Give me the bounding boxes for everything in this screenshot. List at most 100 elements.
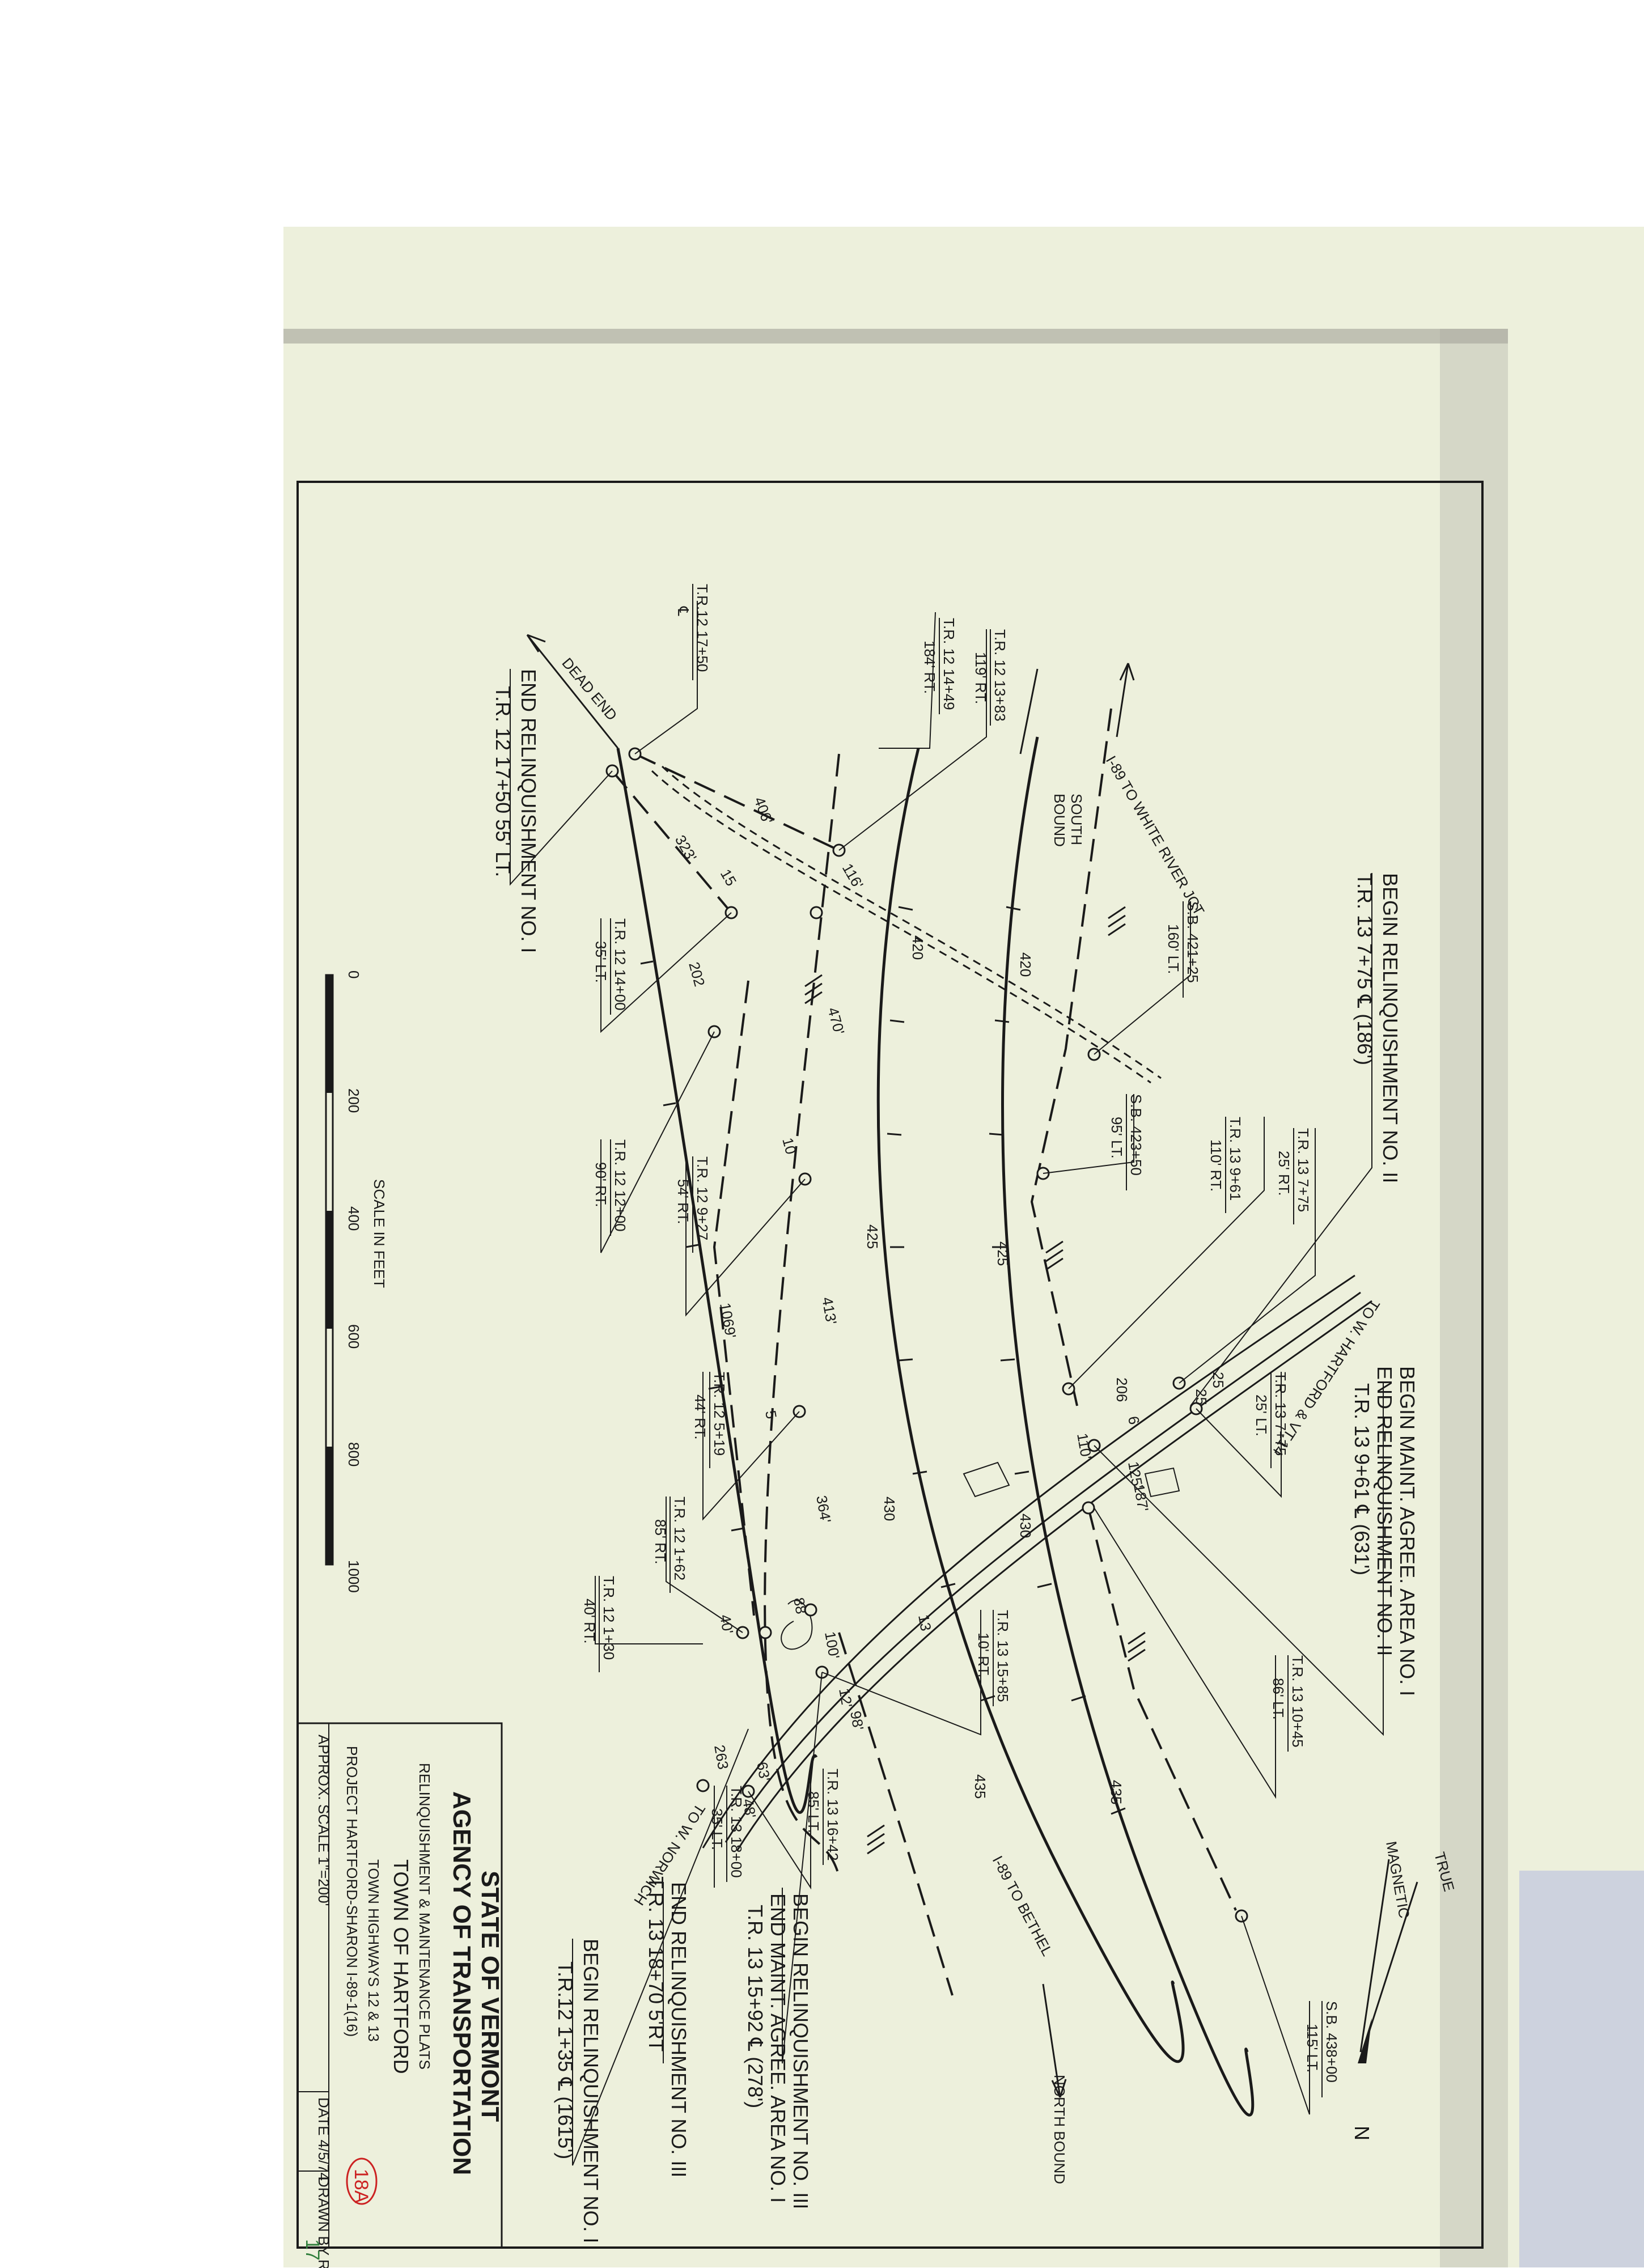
relinq-line-3 bbox=[1030, 708, 1112, 1406]
magnetic-north-label: MAGNETIC bbox=[1383, 1840, 1413, 1919]
th13-road-a bbox=[724, 1291, 1361, 1843]
title-date: DATE 4/5/74 bbox=[315, 2097, 332, 2181]
maint-1-station: T.R. 13 9+61 ℄ (631') bbox=[1350, 1383, 1374, 1575]
leader-10-45 bbox=[1094, 1507, 1276, 1799]
th13-road-c bbox=[702, 1274, 1355, 1849]
station-label-sta: T.R. 12 1+30 bbox=[600, 1576, 617, 1660]
station-label-offset: 44' RT. bbox=[692, 1394, 709, 1440]
nb-mainline bbox=[1001, 736, 1255, 2117]
mainline-station-number: 425 bbox=[864, 1224, 881, 1249]
leader-14-49 bbox=[879, 612, 936, 749]
hatch-3 bbox=[1108, 906, 1126, 936]
distance-label: 206 bbox=[1113, 1377, 1130, 1402]
station-label-offset: 119' RT. bbox=[972, 652, 989, 704]
distance-labels: 406'116'323'15202470'10413'1069'5364'206… bbox=[672, 795, 1227, 1820]
title-drawn-by: DRAWN BY RWS. bbox=[315, 2177, 332, 2268]
distance-label: 12' bbox=[836, 1687, 855, 1709]
drawing-border bbox=[296, 481, 1484, 2249]
point-15 bbox=[1082, 1501, 1095, 1515]
scale-tick-label: 1000 bbox=[345, 1560, 362, 1593]
station-label-offset: 25' LT. bbox=[1253, 1394, 1270, 1436]
scan-noise-right bbox=[1440, 329, 1508, 2267]
old-th12-dashed-a bbox=[651, 770, 1151, 1084]
relinq-3-station: T.R. 13 15+92 ℄ (278') bbox=[744, 1905, 767, 2108]
sb-arrowhead bbox=[1116, 663, 1135, 737]
sheet-edge-tab bbox=[1519, 1871, 1644, 2267]
sb-bound-label-2: BOUND bbox=[1051, 794, 1068, 847]
scale-bar-fill-2 bbox=[326, 1211, 333, 1329]
dead-end-line bbox=[526, 634, 619, 749]
end-relinq-1-station: T.R. 12 17+50 55' LT. bbox=[491, 686, 515, 877]
station-label-sta: T.R. 12 13+83 bbox=[992, 629, 1009, 722]
hatch-5 bbox=[867, 1824, 885, 1855]
leader-14-00 bbox=[600, 912, 732, 1033]
relinq-line-406 bbox=[634, 753, 840, 851]
sb-bound-label-1: SOUTH bbox=[1068, 794, 1085, 845]
station-label-sta: S.B. 423+50 bbox=[1128, 1094, 1145, 1176]
station-label-offset: 110' RT. bbox=[1207, 1139, 1224, 1192]
relinq-2-title: BEGIN RELINQUISHMENT NO. II bbox=[1379, 873, 1402, 1183]
leader-relinq-2 bbox=[1190, 873, 1372, 1406]
sb-arrow-line bbox=[1019, 668, 1039, 754]
distance-label: 263 bbox=[711, 1744, 732, 1771]
mainline-station-number: 435 bbox=[1108, 1780, 1125, 1804]
scale-bar: SCALE IN FEET bbox=[325, 974, 388, 1566]
station-label-offset: 86' LT. bbox=[1270, 1678, 1287, 1720]
relinq-line-2 bbox=[713, 980, 755, 1616]
building-outline-2 bbox=[1144, 1467, 1180, 1498]
mainline-station-number: 420 bbox=[909, 935, 926, 960]
title-town: TOWN OF HARTFORD bbox=[389, 1859, 413, 2074]
distance-label: 48' bbox=[739, 1798, 759, 1820]
scan-noise-top bbox=[283, 329, 1508, 344]
magnetic-north-line bbox=[1359, 1859, 1390, 2053]
relinq-3-subtitle: END MAINT. AGREE. AREA NO. I bbox=[766, 1893, 790, 2203]
distance-label: 15 bbox=[717, 866, 740, 889]
leader-9-61 bbox=[1068, 1117, 1265, 1389]
distance-label: 470' bbox=[824, 1006, 848, 1036]
end-relinq-1-title: END RELINQUISHMENT NO. I bbox=[517, 669, 540, 953]
distance-label: 88 bbox=[790, 1596, 810, 1616]
building-outline-1 bbox=[963, 1461, 1010, 1498]
scale-caption: SCALE IN FEET bbox=[371, 1179, 388, 1288]
sb-direction-label: I-89 TO WHITE RIVER JCT. bbox=[1103, 753, 1209, 921]
station-label-sta: T.R. 12 1+62 bbox=[671, 1497, 688, 1580]
station-label-sta: T.R. 12 14+49 bbox=[940, 618, 957, 710]
leader-12-00 bbox=[600, 1031, 715, 1253]
mainline-station-number: 435 bbox=[972, 1774, 989, 1799]
station-label-offset: 35' LT. bbox=[592, 941, 609, 983]
title-agency-line1: STATE OF VERMONT bbox=[476, 1871, 504, 2122]
relinq-2-station: T.R. 13 7+75 ℄ (186') bbox=[1353, 873, 1376, 1065]
distance-label: 25 bbox=[1210, 1372, 1227, 1388]
dead-end-arrowhead bbox=[526, 634, 546, 652]
station-label-offset: 160' LT. bbox=[1165, 924, 1182, 974]
scale-tick-label: 200 bbox=[345, 1088, 362, 1113]
mainline-station-number: 430 bbox=[881, 1497, 898, 1521]
leader-13-83 bbox=[838, 629, 987, 851]
hatch-4 bbox=[1128, 1631, 1146, 1662]
distance-label: 63' bbox=[753, 1761, 773, 1783]
point-20 bbox=[696, 1779, 710, 1792]
station-label-sta: T.R. 12 14+00 bbox=[612, 918, 629, 1011]
scale-bar-fill-1 bbox=[326, 975, 333, 1093]
distance-label: 116' bbox=[839, 860, 867, 892]
sheet-mark: 18A bbox=[350, 2169, 372, 2203]
old-th12-dashed-b bbox=[661, 765, 1162, 1079]
scale-tick-label: 0 bbox=[345, 970, 362, 978]
hatch-1 bbox=[804, 974, 823, 1004]
leader-9-27 bbox=[685, 1156, 806, 1317]
leader-1-30 bbox=[595, 1576, 703, 1644]
distance-label: 40' bbox=[717, 1613, 736, 1635]
nb-direction-label: I-89 TO BETHEL bbox=[989, 1853, 1056, 1959]
leader-end-relinq-1 bbox=[510, 669, 613, 886]
nb-bound-label: NORTH BOUND bbox=[1051, 2075, 1068, 2184]
station-label-sta: T.R. 13 9+61 bbox=[1227, 1117, 1244, 1201]
point-18 bbox=[804, 1603, 817, 1617]
scale-tick-label: 600 bbox=[345, 1324, 362, 1349]
station-label-offset: 25' RT. bbox=[1276, 1151, 1293, 1196]
maint-1-subtitle: END RELINQUISHMENT NO. II bbox=[1373, 1366, 1396, 1656]
mainline-station-number: 420 bbox=[1017, 952, 1034, 977]
distance-label: 364' bbox=[813, 1494, 834, 1524]
station-label-sta: T.R. 13 7+75 bbox=[1295, 1128, 1312, 1212]
